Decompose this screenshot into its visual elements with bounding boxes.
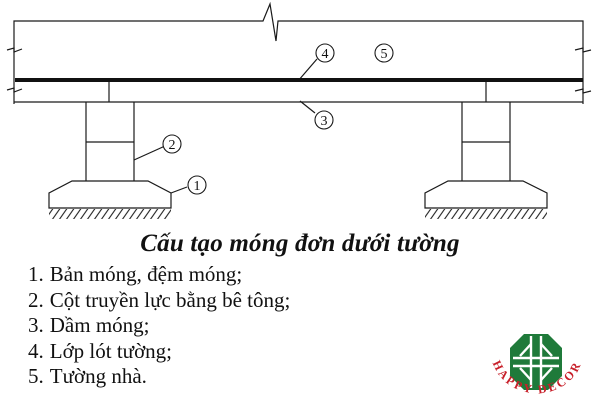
legend-item: 2.Cột truyền lực bằng bê tông; xyxy=(28,287,291,312)
svg-text:5: 5 xyxy=(381,47,388,62)
svg-text:2: 2 xyxy=(169,138,176,153)
ground-hatch-right xyxy=(425,209,547,219)
callout-2: 2 xyxy=(162,134,182,154)
legend-list: 1.Bản móng, đệm móng; 2.Cột truyền lực b… xyxy=(28,262,290,390)
callout-1: 1 xyxy=(187,175,207,195)
legend-item: 1.Bản móng, đệm móng; xyxy=(28,262,243,286)
svg-text:4: 4 xyxy=(322,47,329,62)
foundation-diagram: 2 1 4 5 3 xyxy=(6,1,592,219)
wall-lining-bar xyxy=(15,78,583,82)
svg-text:3: 3 xyxy=(321,114,328,129)
callout-3: 3 xyxy=(314,110,334,130)
legend-item: 5.Tường nhà. xyxy=(28,364,147,388)
ground-hatch-left xyxy=(49,209,171,219)
diagram-title: Cấu tạo móng đơn dưới tường xyxy=(140,230,460,257)
left-column xyxy=(85,102,135,181)
right-column xyxy=(461,102,511,181)
callout-5: 5 xyxy=(374,43,394,63)
right-footing xyxy=(424,180,548,209)
legend-item: 3.Dầm móng; xyxy=(28,313,150,337)
left-footing xyxy=(48,180,172,209)
wall-outline xyxy=(6,1,592,104)
callout-4: 4 xyxy=(315,43,335,63)
svg-text:1: 1 xyxy=(194,179,201,194)
legend-item: 4.Lớp lót tường; xyxy=(28,338,173,363)
logo-mark-icon xyxy=(510,334,562,390)
happy-decor-logo: HAPPY DECOR xyxy=(490,334,582,397)
